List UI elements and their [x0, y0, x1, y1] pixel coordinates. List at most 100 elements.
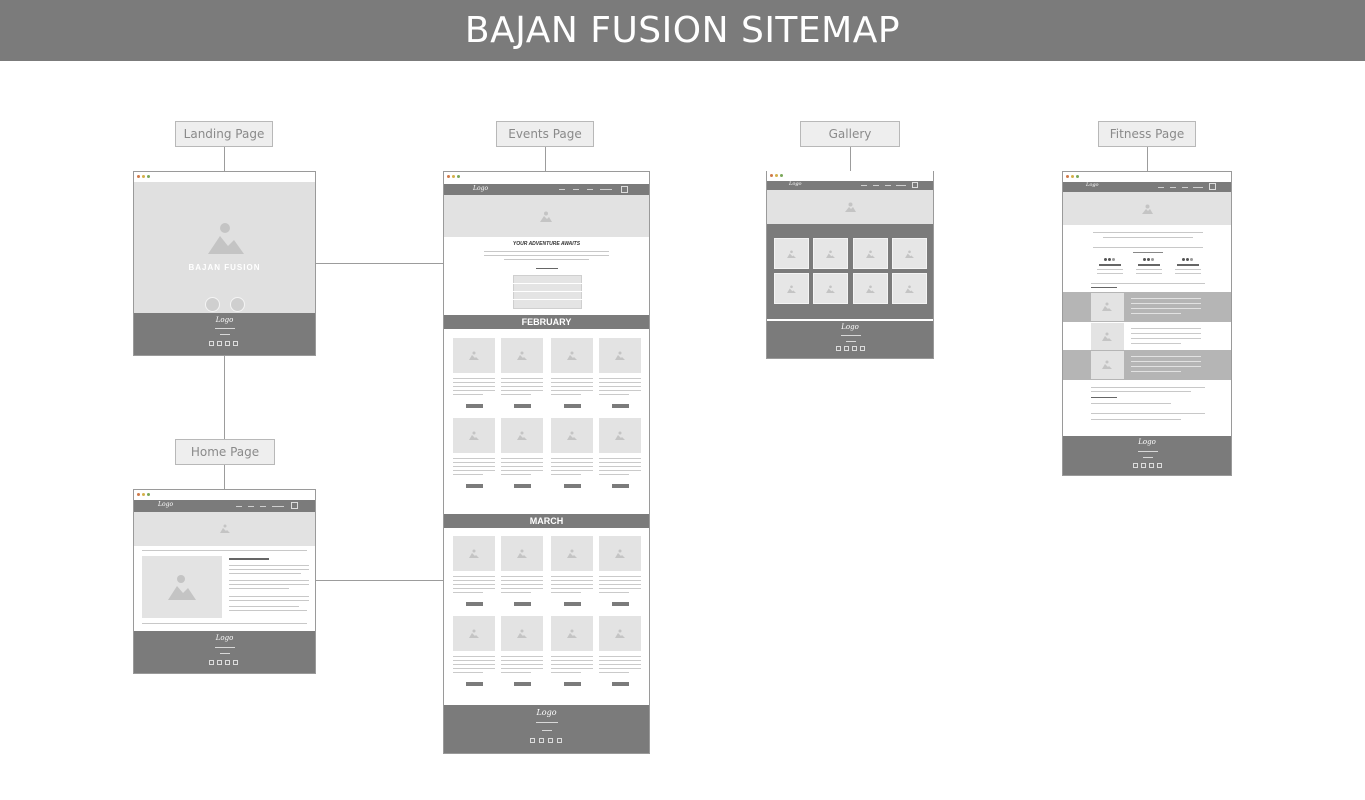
gallery-image-card[interactable]	[892, 273, 927, 304]
nav-link[interactable]	[600, 189, 612, 190]
gallery-image-card[interactable]	[853, 238, 888, 269]
nav-link[interactable]	[1182, 187, 1188, 188]
instagram-icon[interactable]	[557, 738, 562, 743]
nav-link[interactable]	[1170, 187, 1176, 188]
event-card-text	[501, 672, 531, 673]
gallery-image-card[interactable]	[774, 273, 809, 304]
facebook-icon[interactable]	[209, 660, 214, 665]
instagram-icon[interactable]	[1157, 463, 1162, 468]
nav-link[interactable]	[885, 185, 891, 186]
event-card-button[interactable]	[466, 602, 483, 606]
youtube-icon[interactable]	[225, 341, 230, 346]
nav-link[interactable]	[236, 506, 242, 507]
events-footer: Logo	[444, 705, 649, 753]
twitter-icon[interactable]	[844, 346, 849, 351]
event-card-image	[599, 536, 641, 571]
facebook-icon[interactable]	[1133, 463, 1138, 468]
nav-logo[interactable]: Logo	[473, 185, 489, 192]
event-card-text	[501, 474, 531, 475]
event-card-button[interactable]	[564, 404, 581, 408]
nav-link[interactable]	[260, 506, 266, 507]
event-card-button[interactable]	[612, 404, 629, 408]
nav-link[interactable]	[573, 189, 579, 190]
event-card-button[interactable]	[564, 682, 581, 686]
youtube-icon[interactable]	[548, 738, 553, 743]
menu-icon[interactable]	[621, 186, 628, 193]
event-card-button[interactable]	[466, 682, 483, 686]
connector-landing	[224, 147, 225, 171]
event-card-text	[501, 390, 543, 391]
image-placeholder-icon	[517, 431, 527, 440]
gallery-image-card[interactable]	[892, 238, 927, 269]
facebook-icon[interactable]	[836, 346, 841, 351]
nav-logo[interactable]: Logo	[158, 501, 174, 508]
event-card-button[interactable]	[564, 602, 581, 606]
nav-link[interactable]	[1193, 187, 1203, 188]
gallery-image-card[interactable]	[813, 238, 848, 269]
menu-icon[interactable]	[912, 182, 918, 188]
events-page-wireframe: Logo YOUR ADVENTURE AWAITS FEBRUARY MARC…	[443, 171, 650, 754]
event-card-text	[453, 470, 495, 471]
twitter-icon[interactable]	[539, 738, 544, 743]
event-card-image	[599, 418, 641, 453]
event-card-text	[501, 656, 543, 657]
fitness-circle-icon[interactable]	[205, 297, 220, 312]
table-divider	[513, 299, 582, 300]
location-circle-icon[interactable]	[230, 297, 245, 312]
gallery-image-card[interactable]	[853, 273, 888, 304]
event-card-text	[551, 668, 593, 669]
image-placeholder-icon	[567, 629, 577, 638]
event-card-image	[551, 616, 593, 651]
event-card-button[interactable]	[612, 602, 629, 606]
class-text	[1131, 313, 1181, 314]
event-card-button[interactable]	[514, 602, 531, 606]
text-line	[1091, 387, 1205, 388]
youtube-icon[interactable]	[225, 660, 230, 665]
twitter-icon[interactable]	[1141, 463, 1146, 468]
nav-logo[interactable]: Logo	[1086, 182, 1099, 188]
event-card-button[interactable]	[466, 404, 483, 408]
divider-line	[1091, 413, 1205, 414]
event-card-button[interactable]	[514, 484, 531, 488]
divider-line	[1093, 247, 1203, 248]
schedule-table	[513, 275, 582, 309]
nav-link[interactable]	[587, 189, 593, 190]
facebook-icon[interactable]	[209, 341, 214, 346]
nav-link[interactable]	[248, 506, 254, 507]
menu-icon[interactable]	[291, 502, 298, 509]
event-card-button[interactable]	[466, 484, 483, 488]
instagram-icon[interactable]	[233, 341, 238, 346]
gallery-image-card[interactable]	[774, 238, 809, 269]
event-card-text	[551, 584, 593, 585]
image-placeholder-icon	[845, 202, 856, 212]
menu-icon[interactable]	[1209, 183, 1216, 190]
event-card-button[interactable]	[564, 484, 581, 488]
twitter-icon[interactable]	[217, 341, 222, 346]
image-placeholder-icon	[208, 223, 244, 254]
event-card-image	[599, 616, 641, 651]
twitter-icon[interactable]	[217, 660, 222, 665]
facebook-icon[interactable]	[530, 738, 535, 743]
nav-link[interactable]	[873, 185, 879, 186]
image-placeholder-icon	[540, 211, 552, 222]
event-card-button[interactable]	[612, 484, 629, 488]
youtube-icon[interactable]	[1149, 463, 1154, 468]
image-placeholder-icon	[469, 431, 479, 440]
level-dot	[1151, 258, 1154, 261]
nav-link[interactable]	[559, 189, 565, 190]
event-card-button[interactable]	[514, 404, 531, 408]
event-card-button[interactable]	[612, 682, 629, 686]
nav-link[interactable]	[896, 185, 906, 186]
nav-link[interactable]	[861, 185, 867, 186]
image-placeholder-icon	[787, 250, 796, 258]
youtube-icon[interactable]	[852, 346, 857, 351]
image-placeholder-icon	[517, 351, 527, 360]
level-dot	[1186, 258, 1189, 261]
event-card-button[interactable]	[514, 682, 531, 686]
instagram-icon[interactable]	[233, 660, 238, 665]
instagram-icon[interactable]	[860, 346, 865, 351]
nav-link[interactable]	[272, 506, 284, 507]
nav-logo[interactable]: Logo	[789, 181, 802, 187]
gallery-image-card[interactable]	[813, 273, 848, 304]
nav-link[interactable]	[1158, 187, 1164, 188]
